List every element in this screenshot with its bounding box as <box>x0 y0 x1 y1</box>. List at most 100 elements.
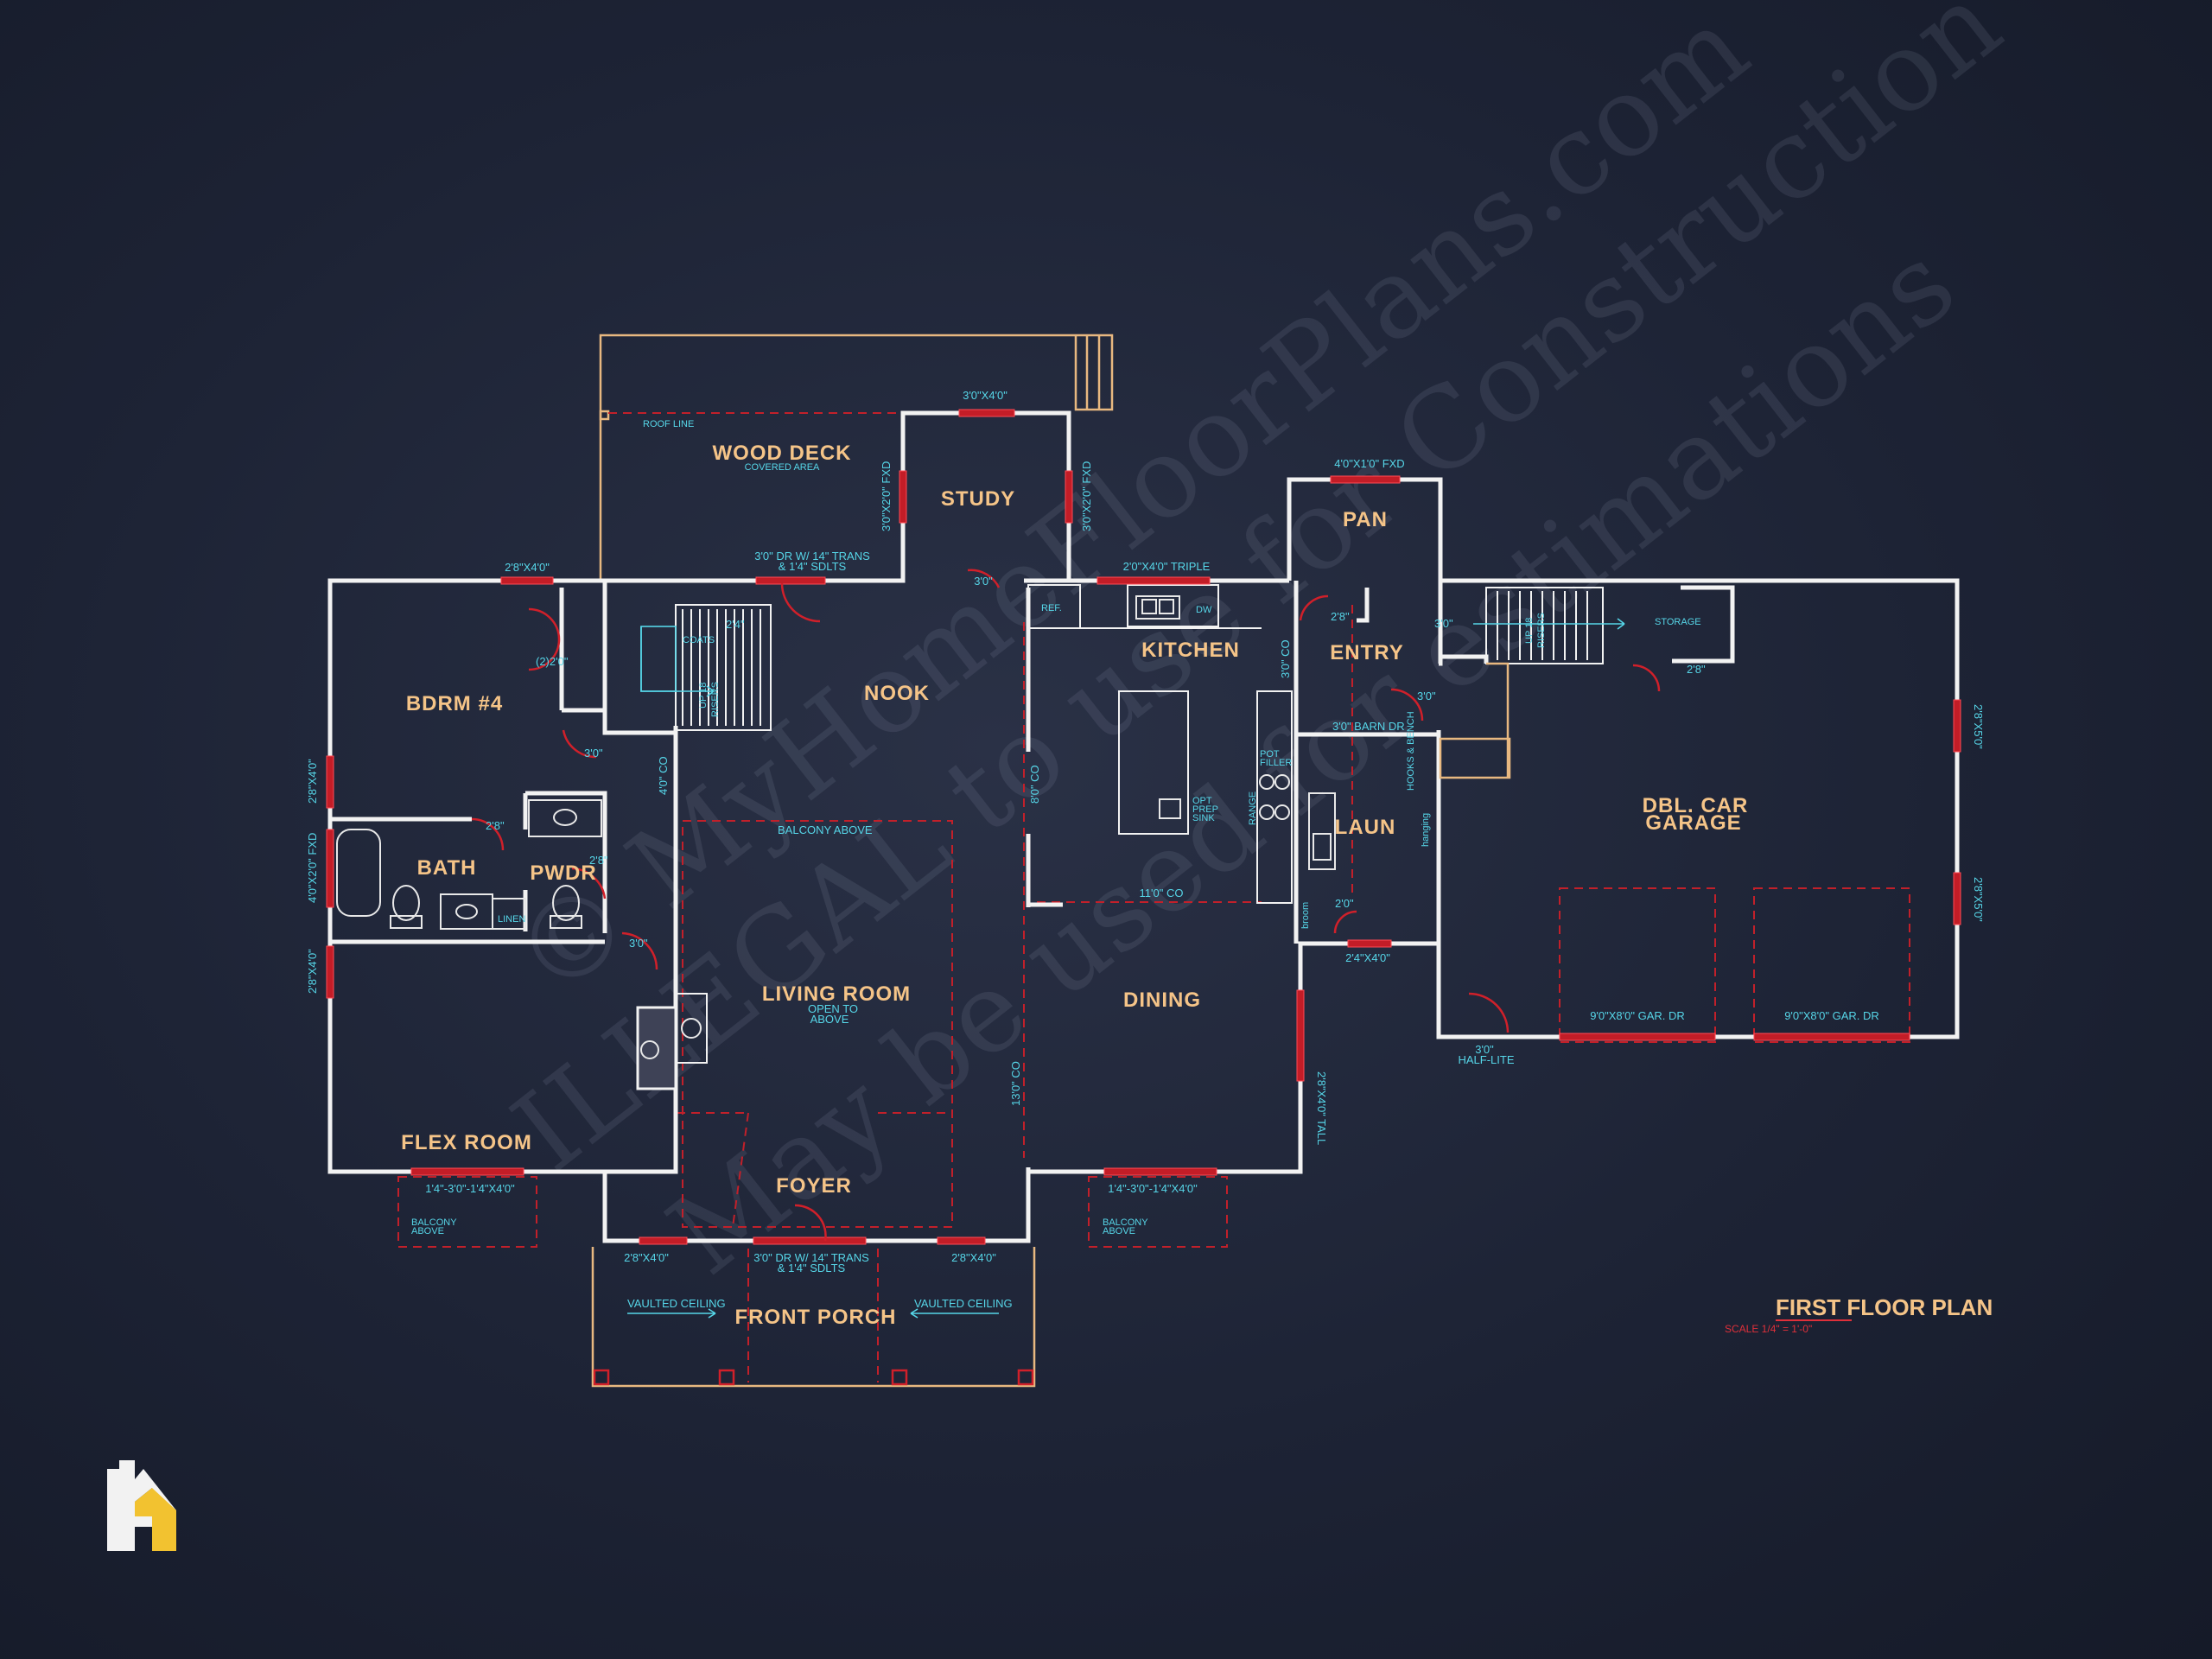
dim-pantry-top: 4'0"X1'0" FXD <box>1334 457 1404 470</box>
dim-entry-28: 2'8" <box>1331 610 1350 623</box>
label-front-porch: FRONT PORCH <box>735 1306 897 1329</box>
label-roof-line: ROOF LINE <box>643 419 694 429</box>
label-vaulted-left: VAULTED CEILING <box>627 1297 726 1310</box>
dim-storage-28: 2'8" <box>1687 663 1706 676</box>
label-risers-b: RISERS <box>1536 613 1547 648</box>
label-study: STUDY <box>941 487 1015 511</box>
front-porch-outline <box>591 1247 1036 1388</box>
dim-study-left: 3'0"X2'0" FXD <box>880 461 893 531</box>
label-open-to: OPEN TO <box>808 1002 858 1015</box>
label-entry: ENTRY <box>1330 641 1403 664</box>
dim-left-window-2: 4'0"X2'0" FXD <box>306 833 319 903</box>
watermark: © MyHomeFloorPlans.com ILLEGAL to use fo… <box>490 0 2024 1300</box>
dim-left-window-1: 2'8"X4'0" <box>306 759 319 804</box>
dim-front-window-right: 2'8"X4'0" <box>951 1251 996 1264</box>
plan-title: FIRST FLOOR PLAN <box>1776 1294 1993 1320</box>
dim-front-door-1: 3'0" DR W/ 14" TRANS <box>753 1251 869 1264</box>
dim-flex-window: 1'4"-3'0"-1'4"X4'0" <box>425 1182 515 1195</box>
room-labels: WOOD DECK COVERED AREA ROOF LINE STUDY P… <box>401 419 1749 1329</box>
dim-study-top: 3'0"X4'0" <box>963 389 1007 402</box>
dim-study-door: 3'0" <box>974 575 993 588</box>
dim-bdrm-door: 3'0" <box>584 747 603 760</box>
label-balcony-left-1: BALCONY <box>411 1217 457 1228</box>
deck-outline <box>599 334 1114 579</box>
label-bdrm4: BDRM #4 <box>406 692 503 715</box>
kitchen-fixtures <box>1135 595 1336 870</box>
label-pot-filler-2: FILLER <box>1260 758 1292 768</box>
dim-laun-window: 2'4"X4'0" <box>1345 951 1390 964</box>
label-powder: PWDR <box>530 861 596 885</box>
label-laundry: LAUN <box>1335 816 1396 839</box>
label-flex-room: FLEX ROOM <box>401 1131 532 1154</box>
label-kitchen: KITCHEN <box>1141 639 1240 662</box>
dim-closet-2: (2)2'0" <box>536 655 569 668</box>
label-linen: LINEN <box>498 914 525 925</box>
label-range: RANGE <box>1248 791 1258 825</box>
dimension-labels: 3'0"X4'0" 3'0"X2'0" FXD 3'0"X2'0" FXD 4'… <box>306 389 1985 1274</box>
label-nook: NOOK <box>864 682 930 705</box>
label-covered-area: COVERED AREA <box>745 462 820 473</box>
title-block: FIRST FLOOR PLAN SCALE 1/4" = 1'-0" <box>1725 1294 1993 1335</box>
label-up18-b: UP 18 <box>1524 618 1535 644</box>
label-balcony-right-2: ABOVE <box>1103 1226 1135 1236</box>
dim-dining-co: 11'0" CO <box>1140 887 1184 899</box>
dim-front-window-left: 2'8"X4'0" <box>624 1251 669 1264</box>
dim-garage-window-1: 2'8"X5'0" <box>1972 704 1985 749</box>
label-opt-3: SINK <box>1192 813 1215 823</box>
dim-kitchen-window: 2'0"X4'0" TRIPLE <box>1123 560 1211 573</box>
label-opt-1: OPT <box>1192 796 1212 806</box>
label-risers-a: RISERS <box>710 682 721 717</box>
label-dishwasher: DW <box>1196 605 1212 615</box>
dim-nook-co: 4'0" CO <box>657 756 670 795</box>
stairs-main <box>640 604 772 731</box>
dim-left-window-3: 2'8"X4'0" <box>306 949 319 994</box>
dim-living-co: 13'0" CO <box>1009 1061 1022 1106</box>
label-broom: broom <box>1300 902 1311 929</box>
label-wood-deck: WOOD DECK <box>713 442 852 465</box>
windows <box>326 409 1961 1245</box>
label-pantry: PAN <box>1343 508 1388 531</box>
dim-half-lite-1: 3'0" <box>1475 1043 1494 1056</box>
label-garage-1: DBL. CAR <box>1643 794 1749 817</box>
dim-bdrm-top: 2'8"X4'0" <box>505 561 550 574</box>
label-balcony-above: BALCONY ABOVE <box>778 823 873 836</box>
label-above: ABOVE <box>810 1013 849 1026</box>
dim-kitchen-co: 8'0" CO <box>1028 765 1041 804</box>
dim-garage-door-2: 9'0"X8'0" GAR. DR <box>1784 1009 1879 1022</box>
stairs-garage <box>1473 587 1625 778</box>
dim-garage-door-1: 9'0"X8'0" GAR. DR <box>1590 1009 1685 1022</box>
label-coats: COATS <box>683 635 715 645</box>
label-living-room: LIVING ROOM <box>762 982 911 1006</box>
label-opt-2: PREP <box>1192 804 1218 815</box>
dim-entry-30: 3'0" <box>1434 617 1453 630</box>
label-garage-2: GARAGE <box>1645 811 1741 835</box>
dim-flex-door: 3'0" <box>629 937 648 950</box>
label-dining: DINING <box>1123 988 1201 1012</box>
dim-dining-front-window: 1'4"-3'0"-1'4"X4'0" <box>1108 1182 1198 1195</box>
dim-coat-24: 2'4" <box>726 618 745 631</box>
dim-garage-window-2: 2'8"X5'0" <box>1972 877 1985 922</box>
bathroom-fixtures <box>336 799 602 930</box>
label-foyer: FOYER <box>776 1174 852 1198</box>
dim-deck-door-1: 3'0" DR W/ 14" TRANS <box>754 550 870 563</box>
dim-dining-window: 2'8"X4'0" TALL <box>1315 1071 1328 1145</box>
label-up18-a: UP 18 <box>698 683 709 709</box>
dim-front-door-2: & 1'4" SDLTS <box>778 1262 846 1274</box>
dim-half-lite-2: HALF-LITE <box>1458 1053 1514 1066</box>
label-vaulted-right: VAULTED CEILING <box>914 1297 1013 1310</box>
label-hooks-bench: HOOKS & BENCH <box>1406 711 1416 791</box>
dim-study-right: 3'0"X2'0" FXD <box>1080 461 1093 531</box>
dim-barn-door: 3'0" BARN DR <box>1332 720 1405 733</box>
dim-bath-door: 2'8" <box>486 819 505 832</box>
plan-scale: SCALE 1/4" = 1'-0" <box>1725 1323 1812 1335</box>
dim-laun-20: 2'0" <box>1335 897 1354 910</box>
label-refrigerator: REF. <box>1041 603 1062 613</box>
dim-deck-door-2: & 1'4" SDLTS <box>779 560 847 573</box>
label-bath: BATH <box>417 856 477 880</box>
dim-entry-30b: 3'0" <box>1417 690 1436 702</box>
label-balcony-left-2: ABOVE <box>411 1226 444 1236</box>
label-pot-filler-1: POT <box>1260 749 1280 760</box>
label-balcony-right-1: BALCONY <box>1103 1217 1148 1228</box>
